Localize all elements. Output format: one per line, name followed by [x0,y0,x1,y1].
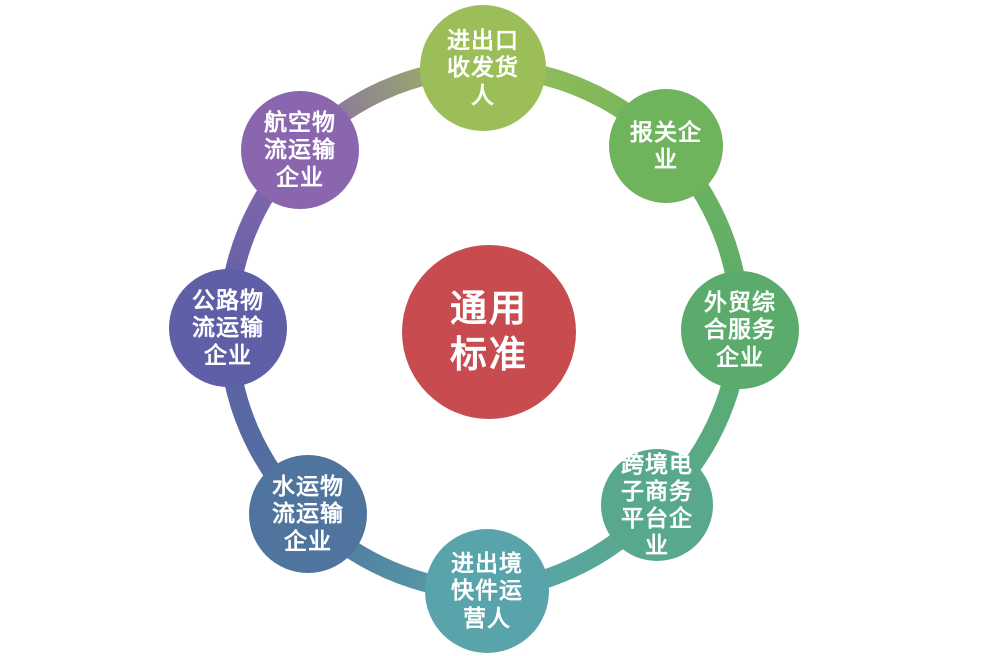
node-label: 水运物流运输企业 [272,473,344,554]
node-foreign-trade-comprehensive-service: 外贸综合服务企业 [681,271,799,389]
node-general-standard-center: 通用标准 [402,245,576,419]
node-water-transport-logistics: 水运物流运输企业 [249,455,367,573]
node-inbound-outbound-express-operator: 进出境快件运营人 [425,529,549,653]
node-label: 报关企业 [630,118,702,172]
node-label: 外贸综合服务企业 [704,289,776,370]
node-import-export-consignor: 进出口收发货人 [420,5,546,131]
node-label: 进出口收发货人 [447,27,519,108]
node-label: 进出境快件运营人 [451,550,523,631]
node-label: 航空物流运输企业 [264,109,336,190]
node-road-transport-logistics: 公路物流运输企业 [169,269,287,387]
center-node-label: 通用标准 [450,287,528,375]
node-label: 公路物流运输企业 [192,287,264,368]
node-cross-border-ecommerce-platform: 跨境电子商务平台企业 [601,449,713,561]
node-label: 跨境电子商务平台企业 [621,450,693,559]
node-air-transport-logistics: 航空物流运输企业 [241,91,359,209]
node-customs-broker: 报关企业 [609,89,723,203]
